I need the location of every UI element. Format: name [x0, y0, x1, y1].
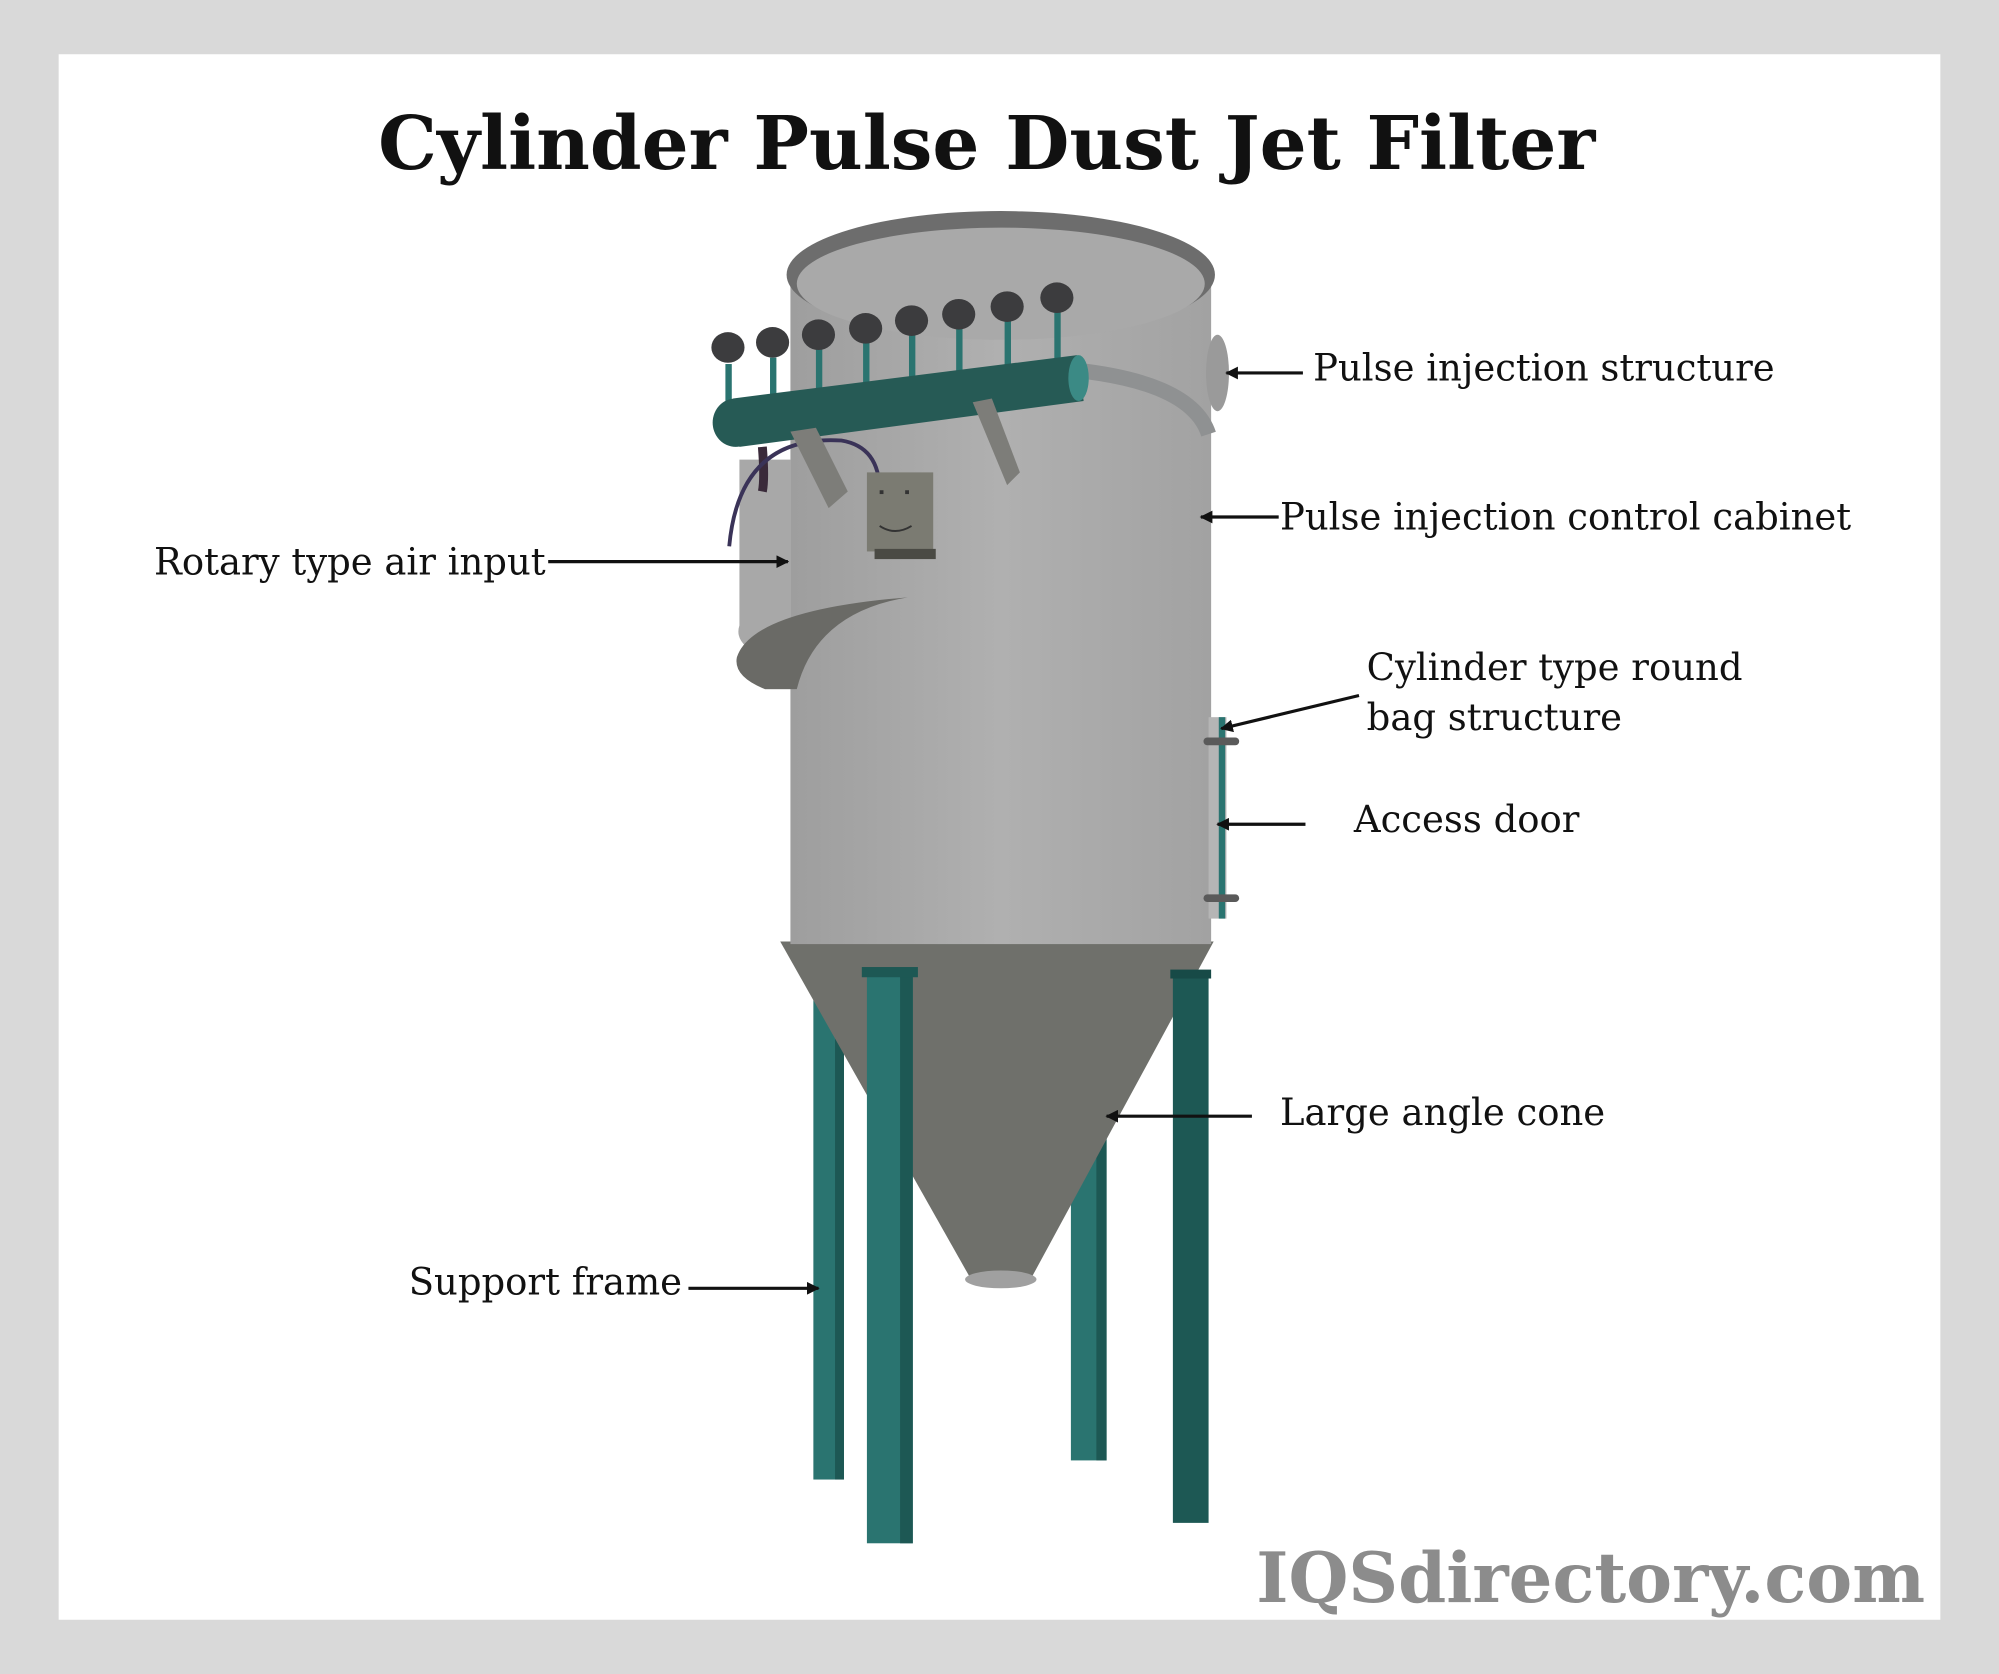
label-rotary-type-air-input: Rotary type air input: [154, 540, 790, 583]
watermark-logo: IQSdirectory.com: [1256, 1538, 1925, 1619]
svg-text:Pulse injection control cabine: Pulse injection control cabinet: [1280, 496, 1851, 539]
diagram-title: Cylinder Pulse Dust Jet Filter: [378, 101, 1596, 187]
label-access-door: Access door: [1216, 798, 1580, 841]
svg-text:Pulse injection structure: Pulse injection structure: [1313, 347, 1775, 390]
pulse-control-cabinet: [866, 472, 936, 560]
support-frame-front: [861, 967, 1212, 1544]
label-large-angle-cone: Large angle cone: [1105, 1091, 1605, 1134]
svg-text:bag structure: bag structure: [1367, 696, 1622, 739]
label-cylinder-type-round-bag-structure: Cylinder type round bag structure: [1220, 646, 1743, 739]
svg-text:Cylinder type round: Cylinder type round: [1367, 646, 1743, 689]
support-frame: [813, 995, 1107, 1480]
pulse-injection-port: [1206, 334, 1229, 412]
svg-text:Access door: Access door: [1353, 798, 1580, 841]
svg-text:Support frame: Support frame: [409, 1261, 682, 1304]
label-pulse-injection-control-cabinet: Pulse injection control cabinet: [1199, 496, 1851, 539]
label-support-frame: Support frame: [409, 1261, 820, 1304]
svg-text:Large angle cone: Large angle cone: [1280, 1091, 1605, 1134]
pulse-manifold: [711, 282, 1089, 547]
cone-outlet: [965, 1270, 1037, 1289]
label-pulse-injection-structure: Pulse injection structure: [1225, 347, 1775, 390]
svg-text:Rotary type air input: Rotary type air input: [154, 540, 546, 583]
